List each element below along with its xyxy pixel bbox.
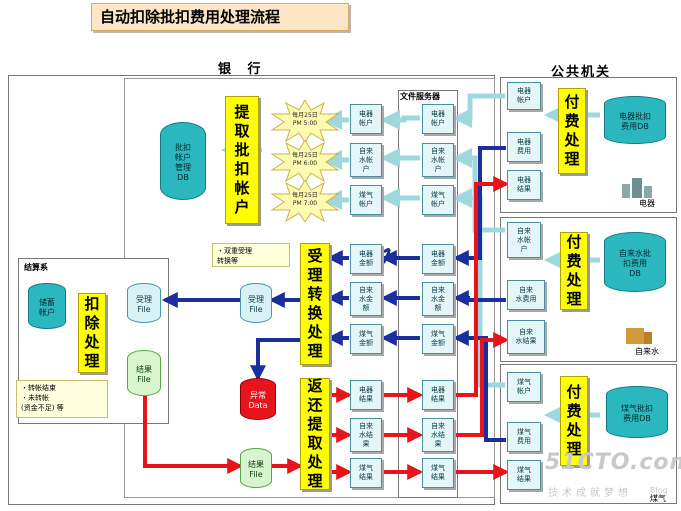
water-fee-db: 自来水批 扣费用 DB (604, 232, 666, 292)
return-process[interactable]: 返还提取处理 (300, 377, 330, 490)
bank-accept-file: 受理 File (240, 283, 272, 323)
transfer-note: ・转帐结束 ・未转帐 (资金不足) 等 (16, 380, 108, 418)
public-elec-fee: 电器 费用 (507, 132, 541, 162)
settle-result-file: 结果 File (127, 350, 161, 396)
file-server-label: 文件服务器 (400, 92, 440, 101)
bank-result-file: 结果 File (240, 448, 272, 488)
bank-elec-amount: 电器 金额 (350, 244, 382, 274)
savings-db: 储蓄 帐户 (28, 283, 66, 329)
public-gas-account: 煤气 帐户 (507, 372, 541, 402)
watermark-tag: Blog (650, 486, 668, 495)
elec-fee-db: 电器批扣 费用DB (604, 96, 666, 144)
timer-1-time: PM 5:00 (292, 120, 318, 127)
timer-2-date: 每月25日 (292, 152, 318, 159)
burst-icon (270, 100, 340, 142)
public-water-fee: 自来 水费用 (507, 280, 545, 310)
public-gas-result: 煤气 结果 (507, 460, 541, 490)
timer-3-time: PM 7:00 (292, 200, 318, 207)
water-agency-label: 自来水 (635, 347, 659, 356)
public-elec-result: 电器 结果 (507, 170, 541, 200)
bank-label: 银 行 (218, 62, 267, 77)
fs-gas-account: 煤气 帐户 (422, 185, 454, 215)
fs-gas-amount: 煤气 金额 (422, 324, 454, 354)
watermark-slogan: 技术成就梦想 (548, 488, 632, 499)
timer-3-date: 每月25日 (292, 192, 318, 199)
pay-process-elec[interactable]: 付费处理 (558, 88, 586, 174)
public-elec-account: 电器 帐户 (507, 82, 541, 110)
burst-icon (270, 140, 340, 182)
settlement-label: 结算系 (24, 263, 48, 272)
abnormal-data: 异常 Data (240, 378, 276, 420)
watermark-logo: 51CTO.com (545, 450, 681, 475)
bank-gas-result: 煤气 结果 (350, 458, 382, 488)
extract-process[interactable]: 提取批扣帐户 (225, 96, 259, 224)
accept-process[interactable]: 受理转换处理 (300, 243, 330, 365)
settle-accept-file: 受理 File (127, 283, 161, 323)
building-icon (622, 178, 652, 198)
batch-account-db: 批扣 帐户 管理 DB (160, 122, 206, 200)
timer-1-date: 每月25日 (292, 112, 318, 119)
fs-gas-result: 煤气 结果 (422, 458, 454, 488)
fs-elec-amount: 电器 金额 (422, 244, 454, 274)
deduct-process[interactable]: 扣除处理 (78, 293, 106, 373)
bank-water-account: 自来 水帐 户 (350, 143, 382, 177)
fs-water-account: 自来 水帐 户 (422, 143, 454, 177)
fs-elec-result: 电器 结果 (422, 380, 454, 410)
bank-gas-amount: 煤气 金额 (350, 324, 382, 354)
elec-agency-label: 电器 (639, 199, 655, 208)
double-accept-note: ・双重受理 转换等 (212, 243, 290, 267)
fs-water-amount: 自来 水金 额 (422, 282, 454, 316)
page-title: 自动扣除批扣费用处理流程 (91, 3, 349, 31)
pay-process-water[interactable]: 付费处理 (560, 232, 588, 310)
fs-water-result: 自来 水结 果 (422, 418, 454, 452)
burst-icon (270, 180, 340, 222)
public-gas-fee: 煤气 费用 (507, 422, 541, 452)
bank-water-result: 自来 水结 果 (350, 418, 382, 452)
public-label: 公共机关 (551, 65, 612, 80)
bank-gas-account: 煤气 帐户 (350, 185, 382, 215)
pay-process-gas[interactable]: 付费处理 (560, 376, 588, 466)
gas-fee-db: 煤气批扣 费用DB (606, 386, 668, 438)
gas-agency-label: 煤气 (650, 494, 666, 503)
fs-elec-account: 电器 帐户 (422, 104, 454, 134)
bank-elec-account: 电器 帐户 (350, 104, 382, 134)
bank-elec-result: 电器 结果 (350, 380, 382, 410)
bank-water-amount: 自来 水金 额 (350, 282, 382, 316)
public-water-result: 自来 水结果 (507, 320, 545, 354)
public-water-account: 自来 水帐 户 (507, 222, 541, 258)
building-icon (626, 328, 652, 344)
timer-2-time: PM 6:00 (292, 160, 318, 167)
